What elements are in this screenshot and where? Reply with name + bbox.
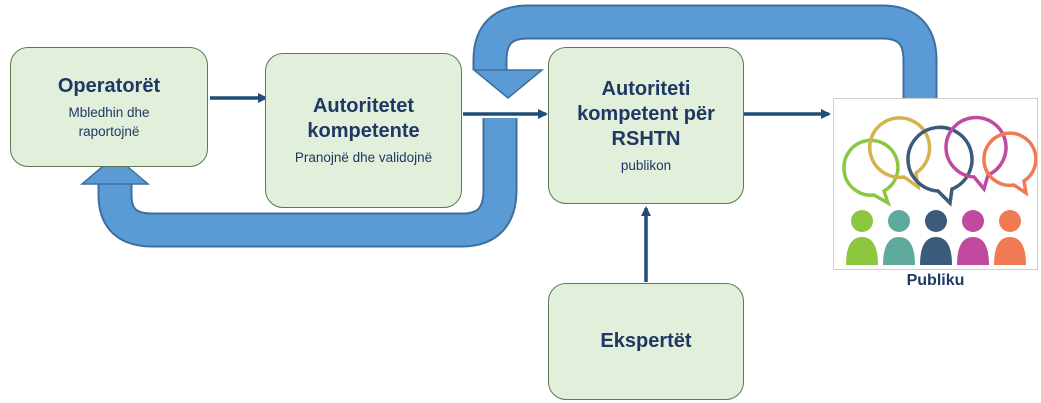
feedback-arrow-authorities-to-operators — [79, 118, 518, 248]
experts-title: Ekspertët — [600, 330, 692, 352]
operators-title: Operatorët — [57, 74, 161, 97]
public-illustration — [833, 98, 1038, 270]
competent-authorities-subtitle: Pranojnë dhe validojnë — [294, 150, 433, 165]
operators-subtitle: Mbledhin dhe raportojnë — [68, 103, 149, 141]
operators-box: Operatorët Mbledhin dhe raportojnë — [10, 47, 208, 167]
operators-subtitle-line1: Mbledhin dhe — [68, 104, 150, 120]
operators-subtitle-line2: raportojnë — [78, 123, 140, 139]
competent-authorities-box: Autoritetet kompetente Pranojnë dhe vali… — [265, 53, 462, 208]
rshtn-authority-title: Autoriteti kompetent për RSHTN — [577, 77, 715, 152]
competent-authorities-title-line1: Autoritetet — [312, 95, 415, 117]
public-label: Publiku — [906, 272, 965, 289]
rshtn-authority-title-line1: Autoriteti — [601, 77, 691, 100]
rshtn-authority-title-line3: RSHTN — [611, 127, 681, 150]
competent-authorities-title: Autoritetet kompetente — [307, 94, 419, 144]
experts-box: Ekspertët — [548, 283, 744, 400]
rshtn-authority-box: Autoriteti kompetent për RSHTN publikon — [548, 47, 744, 204]
competent-authorities-title-line2: kompetente — [307, 120, 420, 142]
feedback-arrow-public-to-authorities — [471, 4, 938, 128]
speech-bubbles-people-icon — [842, 115, 1038, 265]
rshtn-authority-title-line2: kompetent për — [577, 102, 715, 125]
rshtn-authority-subtitle: publikon — [620, 157, 672, 173]
